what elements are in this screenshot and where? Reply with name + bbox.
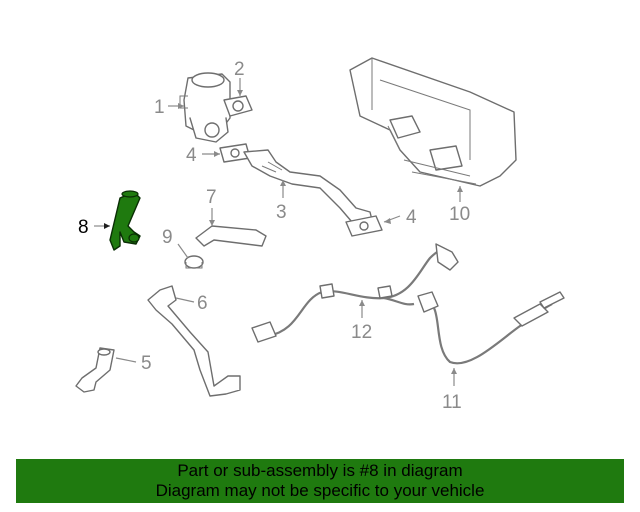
callout-7: 7 (206, 187, 217, 208)
footer-line-2: Diagram may not be specific to your vehi… (155, 481, 485, 500)
part-7-hose[interactable] (195, 225, 267, 247)
part-5-hose[interactable] (75, 347, 115, 393)
part-8-highlighted-tube[interactable] (109, 190, 141, 251)
part-4-gasket-lower[interactable] (345, 215, 383, 237)
part-11-oxygen-sensor[interactable] (417, 291, 565, 365)
leader-lines (94, 78, 463, 386)
callout-6: 6 (197, 293, 208, 314)
callout-5: 5 (141, 353, 152, 374)
callout-3: 3 (276, 202, 287, 223)
callout-12: 12 (351, 322, 372, 343)
callout-11: 11 (442, 392, 462, 413)
callout-4-upper: 4 (186, 145, 197, 166)
parts-diagram: 1 2 4 7 3 4 10 8 9 6 12 5 11 (75, 57, 565, 413)
part-9-clamp[interactable] (184, 255, 204, 269)
part-2-gasket[interactable] (223, 95, 253, 117)
footer-line-1: Part or sub-assembly is #8 in diagram (177, 461, 463, 480)
part-10-canister[interactable] (349, 57, 517, 187)
part-1-egr-valve[interactable] (179, 72, 231, 143)
callout-9: 9 (162, 227, 173, 248)
part-3-egr-tube[interactable] (243, 149, 373, 223)
callout-8: 8 (78, 217, 89, 238)
footer-banner: Part or sub-assembly is #8 in diagram Di… (16, 459, 624, 503)
part-12-harness[interactable] (251, 243, 459, 343)
part-6-hose[interactable] (147, 285, 241, 397)
callout-2: 2 (234, 59, 245, 80)
callout-4-lower: 4 (406, 207, 417, 228)
callout-10: 10 (449, 204, 470, 225)
callout-1: 1 (154, 97, 165, 118)
